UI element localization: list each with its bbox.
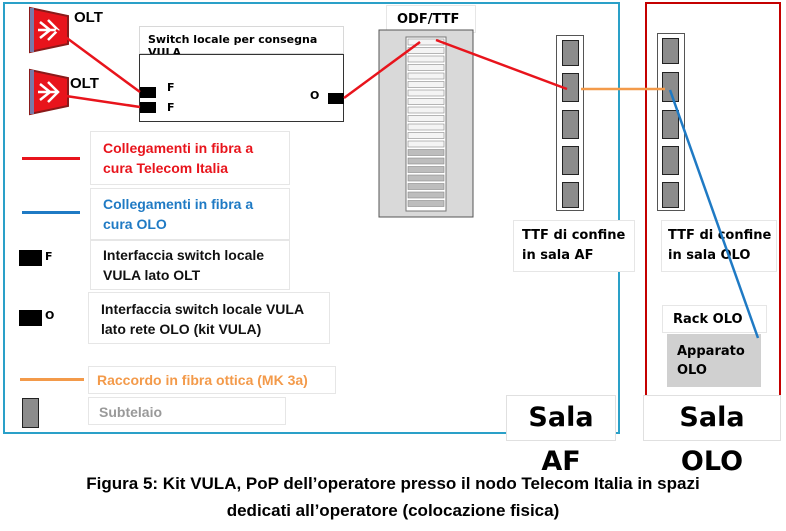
apparato-olo-line1: Apparato xyxy=(677,344,745,359)
legend-subtelaio-label: Subtelaio xyxy=(99,404,163,420)
rack-olo-label: Rack OLO xyxy=(673,312,743,327)
legend-orange-label: Raccordo in fibra ottica (MK 3a) xyxy=(97,372,308,388)
sala-olo-label: Sala OLO xyxy=(643,395,781,477)
apparato-olo: Apparato OLO xyxy=(667,334,761,387)
legend-f-line2: VULA lato OLT xyxy=(103,267,201,283)
legend-f-port xyxy=(19,250,42,266)
odf-slot xyxy=(407,106,445,114)
legend-f-port-letter: F xyxy=(45,250,53,263)
odf-slot xyxy=(407,191,445,199)
legend-o-line1: Interfaccia switch locale VULA xyxy=(101,301,305,317)
legend-subtelaio-icon xyxy=(22,398,39,428)
legend-orange-box: Raccordo in fibra ottica (MK 3a) xyxy=(88,366,336,394)
legend-red-line2: cura Telecom Italia xyxy=(103,160,229,176)
ttf-af-slot xyxy=(562,110,579,139)
odf-slot xyxy=(407,132,445,139)
odf-slot xyxy=(407,123,445,131)
ttf-af-label-box: TTF di confine in sala AF xyxy=(513,220,635,272)
figure-caption: Figura 5: Kit VULA, PoP dell’operatore p… xyxy=(0,470,786,524)
odf-slot xyxy=(407,89,445,97)
odf-slot xyxy=(407,157,445,165)
legend-red-box: Collegamenti in fibra a cura Telecom Ita… xyxy=(90,131,290,185)
apparato-olo-line2: OLO xyxy=(677,363,707,378)
fibra-olt-bottom-switch xyxy=(65,94,141,109)
odf-slot xyxy=(407,72,445,80)
fibra-ttf-olo-apparato xyxy=(668,89,760,339)
legend-o-line2: lato rete OLO (kit VULA) xyxy=(101,321,262,337)
ttf-af-label-line1: TTF di confine xyxy=(522,228,626,243)
ttf-olo-slot xyxy=(662,182,679,208)
legend-o-box: Interfaccia switch locale VULA lato rete… xyxy=(88,292,330,344)
odf-slot xyxy=(407,115,445,122)
legend-red-line1: Collegamenti in fibra a xyxy=(103,140,254,156)
legend-subtelaio-box: Subtelaio xyxy=(88,397,286,425)
odf-title: ODF/TTF xyxy=(397,12,460,27)
switch-port-f1 xyxy=(140,87,156,98)
odf-slot xyxy=(407,55,445,63)
olt-bottom-icon xyxy=(29,68,69,116)
odf-slot xyxy=(407,183,445,190)
legend-f-box: Interfaccia switch locale VULA lato OLT xyxy=(90,240,290,290)
legend-o-port-letter: O xyxy=(45,309,55,322)
fibra-olt-top-switch xyxy=(55,28,141,94)
ttf-af-label-line2: in sala AF xyxy=(522,248,594,263)
ttf-olo-slot xyxy=(662,146,679,175)
ttf-olo-slot xyxy=(662,110,679,139)
legend-f-line1: Interfaccia switch locale xyxy=(103,247,265,263)
ttf-olo-slot xyxy=(662,72,679,102)
ttf-af-slot xyxy=(562,182,579,208)
odf-slot xyxy=(407,174,445,182)
odf-slot xyxy=(407,149,445,156)
switch-port-f2-label: F xyxy=(167,101,175,114)
switch-port-o xyxy=(328,93,344,104)
legend-blue-line xyxy=(22,211,80,214)
odf-slot xyxy=(407,64,445,71)
fibra-odf-ttf-af xyxy=(435,38,568,91)
legend-blue-line1: Collegamenti in fibra a xyxy=(103,196,254,212)
odf-slot xyxy=(407,200,445,207)
sala-af-label: Sala AF xyxy=(506,395,616,477)
rack-olo-label-box: Rack OLO xyxy=(662,305,767,333)
sala-af-area xyxy=(3,2,620,434)
ttf-olo-slot xyxy=(662,38,679,64)
ttf-olo-label-line1: TTF di confine xyxy=(668,228,772,243)
switch-port-f2 xyxy=(140,102,156,113)
switch-port-o-label: O xyxy=(310,89,320,102)
odf-slot xyxy=(407,81,445,88)
olt-top-icon xyxy=(29,6,69,54)
switch-locale xyxy=(139,54,344,122)
legend-blue-line2: cura OLO xyxy=(103,216,167,232)
legend-red-line xyxy=(22,157,80,160)
legend-blue-box: Collegamenti in fibra a cura OLO xyxy=(90,188,290,240)
ttf-af-slot xyxy=(562,40,579,66)
switch-port-f1-label: F xyxy=(167,81,175,94)
ttf-af-slot xyxy=(562,146,579,175)
olt-top-label: OLT xyxy=(74,9,103,26)
legend-o-port xyxy=(19,310,42,326)
odf-slot xyxy=(407,140,445,148)
odf-title-box: ODF/TTF xyxy=(386,5,476,33)
olt-bottom-label: OLT xyxy=(70,75,99,92)
odf-slot xyxy=(407,166,445,173)
legend-orange-line xyxy=(20,378,84,381)
figure-caption-line1: Figura 5: Kit VULA, PoP dell’operatore p… xyxy=(86,474,700,493)
fibra-switch-odf xyxy=(343,40,421,100)
odf-slot xyxy=(407,98,445,105)
figure-caption-line2: dedicati all’operatore (colocazione fisi… xyxy=(226,501,560,520)
